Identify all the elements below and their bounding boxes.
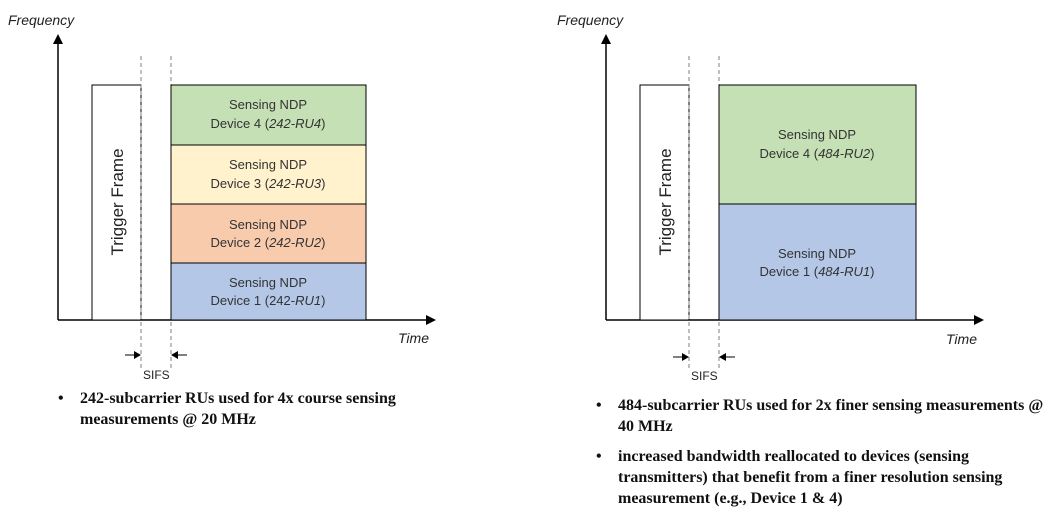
left-x-axis-label: Time bbox=[398, 330, 429, 346]
right-y-axis-arrow bbox=[601, 34, 611, 44]
right-trigger-label: Trigger Frame bbox=[656, 148, 675, 255]
left-box-3-line1: Sensing NDP bbox=[229, 157, 307, 172]
right-box-device-1 bbox=[718, 203, 917, 321]
left-box-device-4 bbox=[170, 84, 367, 146]
left-box-device-2 bbox=[170, 203, 367, 264]
left-sifs-arrowhead-in bbox=[134, 351, 141, 359]
left-box-device-1 bbox=[170, 262, 367, 321]
left-x-axis-arrow bbox=[426, 315, 436, 325]
right-diagram: Frequency Time Trigger Frame SIFS Sensin… bbox=[557, 12, 984, 383]
right-box-4-line2: Device 4 (484-RU2) bbox=[760, 146, 875, 161]
right-trigger-frame bbox=[639, 84, 690, 321]
left-box-2-line1: Sensing NDP bbox=[229, 217, 307, 232]
right-bullet-1: 484-subcarrier RUs used for 2x finer sen… bbox=[596, 395, 1056, 437]
left-box-1-line2: Device 1 (242-RU1) bbox=[211, 293, 326, 308]
left-trigger-label: Trigger Frame bbox=[108, 148, 127, 255]
right-bullet-2: increased bandwidth reallocated to devic… bbox=[596, 446, 1056, 509]
left-y-axis-label: Frequency bbox=[8, 12, 75, 28]
left-box-3-line2: Device 3 (242-RU3) bbox=[211, 176, 326, 191]
left-y-axis-arrow bbox=[53, 34, 63, 44]
left-bullet-1: 242-subcarrier RUs used for 4x course se… bbox=[58, 388, 458, 430]
right-x-axis-label: Time bbox=[946, 331, 977, 347]
left-bullets: 242-subcarrier RUs used for 4x course se… bbox=[58, 388, 458, 439]
left-box-4-line1: Sensing NDP bbox=[229, 97, 307, 112]
left-sifs-label: SIFS bbox=[143, 368, 170, 382]
right-sifs-arrowhead-in bbox=[682, 353, 689, 361]
left-box-2-line2: Device 2 (242-RU2) bbox=[211, 235, 326, 250]
left-diagram: Frequency Time Trigger Frame SIFS Sensin… bbox=[8, 12, 436, 382]
right-box-4-line1: Sensing NDP bbox=[778, 127, 856, 142]
left-box-device-3 bbox=[170, 144, 367, 205]
right-bullets: 484-subcarrier RUs used for 2x finer sen… bbox=[596, 395, 1056, 518]
right-y-axis-label: Frequency bbox=[557, 12, 624, 28]
left-box-1-line1: Sensing NDP bbox=[229, 275, 307, 290]
right-sifs-label: SIFS bbox=[691, 369, 718, 383]
right-sifs-arrowhead-out bbox=[719, 353, 726, 361]
right-box-1-line1: Sensing NDP bbox=[778, 246, 856, 261]
left-trigger-frame bbox=[91, 84, 142, 321]
left-box-4-line2: Device 4 (242-RU4) bbox=[211, 116, 326, 131]
right-box-device-4 bbox=[718, 84, 917, 205]
right-x-axis-arrow bbox=[974, 315, 984, 325]
right-box-1-line2: Device 1 (484-RU1) bbox=[760, 264, 875, 279]
left-sifs-arrowhead-out bbox=[171, 351, 178, 359]
